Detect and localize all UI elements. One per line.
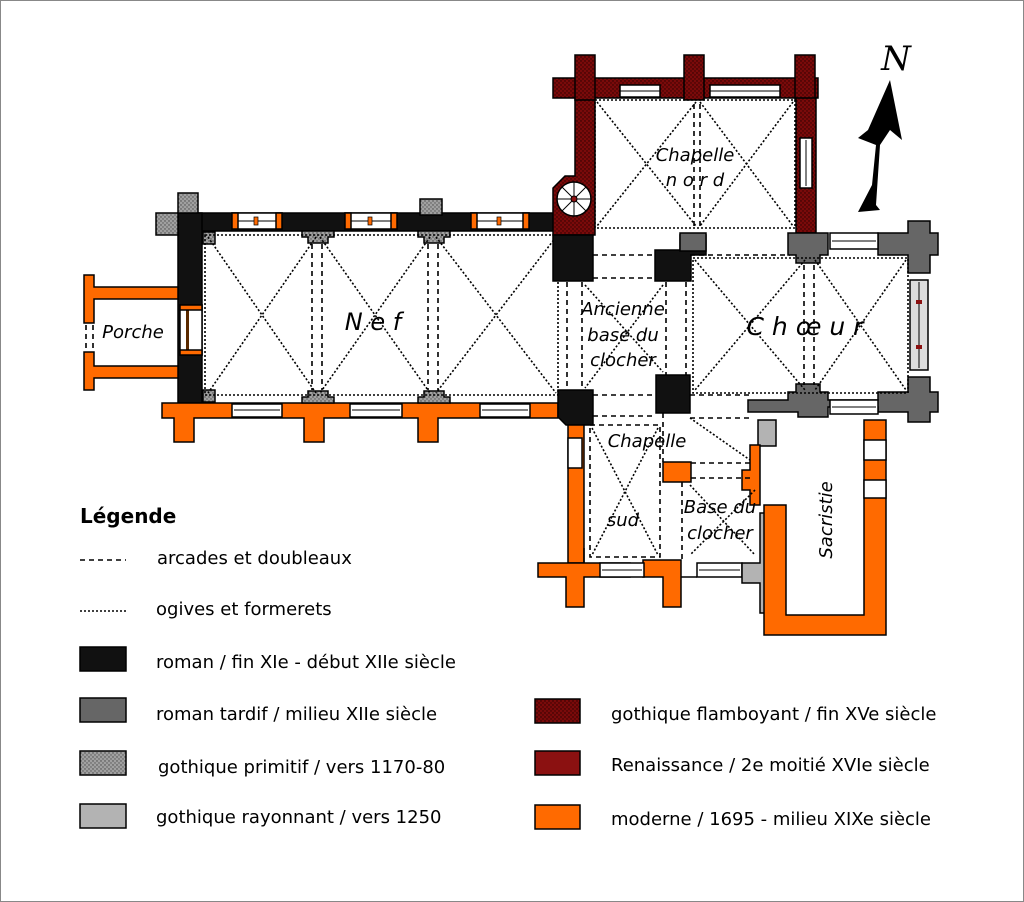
label-chapelle-nord-2: n o r d xyxy=(666,170,725,191)
legend-label: gothique primitif / vers 1170-80 xyxy=(158,757,445,778)
label-porche: Porche xyxy=(102,322,164,343)
label-chapelle-nord-1: Chapelle xyxy=(656,145,735,166)
legend: Légende arcades et doubleaux ogives et f… xyxy=(79,504,936,830)
label-ancienne-2: base du xyxy=(587,325,658,346)
legend-label: Renaissance / 2e moitié XVIe siècle xyxy=(611,755,930,776)
label-sacristie: Sacristie xyxy=(816,481,837,558)
label-chapelle-sud-2: sud xyxy=(607,510,640,531)
north-arrow-icon: N xyxy=(858,39,912,212)
north-label: N xyxy=(880,39,912,79)
legend-swatch-gothique-flamboyant xyxy=(534,698,581,724)
legend-swatch-roman-tardif xyxy=(79,697,127,723)
label-choeur: C h œ u r xyxy=(747,312,866,341)
legend-label: arcades et doubleaux xyxy=(157,548,352,569)
choeur-structure xyxy=(692,220,939,423)
legend-swatch-moderne xyxy=(534,804,581,830)
porche-structure xyxy=(83,274,179,391)
legend-label: roman tardif / milieu XIIe siècle xyxy=(156,704,437,725)
legend-swatch-gothique-rayonnant xyxy=(79,803,127,829)
legend-swatch-renaissance xyxy=(534,750,581,776)
legend-label: ogives et formerets xyxy=(156,599,332,620)
nef-north-windows xyxy=(231,212,530,230)
legend-swatch-gothique-primitif xyxy=(79,750,127,776)
label-chapelle-sud-1: Chapelle xyxy=(608,431,687,452)
legend-label: gothique flamboyant / fin XVe siècle xyxy=(611,704,936,725)
legend-swatch-roman xyxy=(79,646,127,672)
label-ancienne-1: Ancienne xyxy=(580,299,665,320)
nef-structure xyxy=(155,192,559,443)
sacristie-structure xyxy=(763,419,887,636)
label-nef: N e f xyxy=(345,308,405,336)
legend-label: gothique rayonnant / vers 1250 xyxy=(156,807,442,828)
label-base-2: clocher xyxy=(687,523,754,544)
legend-label: roman / fin XIe - début XIIe siècle xyxy=(156,652,456,673)
chapelle-nord-structure xyxy=(552,54,819,236)
crossing-structure xyxy=(552,232,790,426)
legend-label: moderne / 1695 - milieu XIXe siècle xyxy=(611,809,931,830)
legend-title: Légende xyxy=(80,504,176,528)
label-base-1: Base du xyxy=(684,497,756,518)
label-ancienne-3: clocher xyxy=(590,350,657,371)
